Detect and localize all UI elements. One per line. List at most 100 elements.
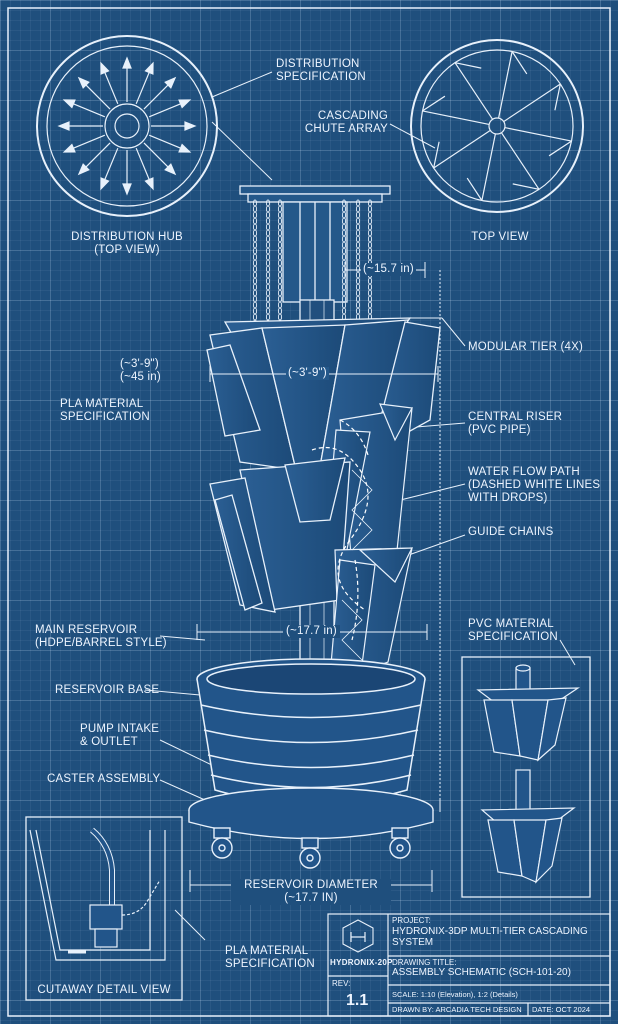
label-pump: PUMP INTAKE& OUTLET xyxy=(80,723,160,748)
chain-link xyxy=(355,265,361,273)
hub-arrow xyxy=(164,163,177,176)
chute-spoke xyxy=(498,51,513,119)
chain-link xyxy=(277,223,283,231)
hub-arrow xyxy=(62,143,76,153)
chain-link xyxy=(252,295,258,303)
chain-link xyxy=(265,211,271,219)
chain-link xyxy=(277,271,283,279)
chain-link xyxy=(265,223,271,231)
chute-spoke xyxy=(422,110,490,125)
chain-link xyxy=(252,241,258,249)
hub-arrow xyxy=(164,76,177,89)
chain-link xyxy=(252,307,258,315)
chain-link xyxy=(367,301,373,309)
chute-edge xyxy=(433,141,440,169)
hub-arrow xyxy=(62,99,76,109)
chute-edge xyxy=(466,177,483,201)
chain-link xyxy=(265,253,271,261)
chain-link xyxy=(277,211,283,219)
chain-link xyxy=(355,259,361,267)
chute-spoke xyxy=(454,62,494,120)
chain-link xyxy=(367,229,373,237)
cutaway-detail xyxy=(25,816,183,1001)
chain-link xyxy=(252,211,258,219)
chain-link xyxy=(355,307,361,315)
chain-link xyxy=(355,301,361,309)
dim-reservoir-width: (~17.7 in) xyxy=(283,625,340,638)
chain-link xyxy=(265,271,271,279)
chain-link xyxy=(277,235,283,243)
chain-link xyxy=(367,241,373,249)
chain-link xyxy=(277,247,283,255)
chain-link xyxy=(367,235,373,243)
label-caster: CASTER ASSEMBLY xyxy=(47,773,161,785)
chain-link xyxy=(265,277,271,285)
hub-arrow xyxy=(122,56,132,69)
chain-link xyxy=(277,229,283,237)
chain-link xyxy=(367,307,373,315)
dim-tier-width: (~3'-9") xyxy=(286,367,329,380)
chain-link xyxy=(252,265,258,273)
chain-link xyxy=(277,241,283,249)
label-guide-chains: GUIDE CHAINS xyxy=(468,526,554,538)
chain-link xyxy=(265,241,271,249)
hub-spoke xyxy=(143,81,172,110)
chain-link xyxy=(367,253,373,261)
hub-spoke xyxy=(69,101,106,118)
chain-link xyxy=(265,313,271,321)
chain-link xyxy=(355,211,361,219)
hub-spoke xyxy=(102,147,119,184)
title-block-drawing-title-key: DRAWING TITLE: xyxy=(392,958,457,967)
chain-link xyxy=(367,217,373,225)
title-block-drawn-by: DRAWN BY: ARCADIA TECH DESIGN xyxy=(392,1005,522,1014)
chain-link xyxy=(252,217,258,225)
chain-link xyxy=(355,271,361,279)
distribution-hub-top-view xyxy=(36,35,218,217)
chain-link xyxy=(341,301,347,309)
chute-spoke xyxy=(481,133,496,201)
chain-link xyxy=(265,265,271,273)
modular-tier-3 xyxy=(209,457,351,613)
hub-arrow xyxy=(77,163,90,176)
chain-link xyxy=(355,217,361,225)
chain-link xyxy=(367,277,373,285)
reservoir-base-dolly xyxy=(188,787,434,840)
chain-link xyxy=(367,211,373,219)
chain-link xyxy=(277,313,283,321)
hub-arrow xyxy=(57,121,70,131)
title-block-rev: 1.1 xyxy=(346,992,369,1009)
title-block-project-key: PROJECT: xyxy=(392,916,431,925)
chain-link xyxy=(277,289,283,297)
modular-tier-4 xyxy=(329,547,413,681)
chain-link xyxy=(277,307,283,315)
modular-tier-1 xyxy=(206,317,441,480)
dim-overall-width: (~3'-9")(~45 in) xyxy=(120,358,161,383)
chain-link xyxy=(355,295,361,303)
chute-spoke xyxy=(500,132,540,190)
chain-link xyxy=(355,241,361,249)
chain-link xyxy=(277,295,283,303)
chain-link xyxy=(265,259,271,267)
chute-spoke xyxy=(503,83,561,123)
label-reservoir-diameter: RESERVOIR DIAMETER(~17.7 in) xyxy=(231,879,391,905)
hub-spoke xyxy=(69,134,106,151)
chain-link xyxy=(265,247,271,255)
chain-link xyxy=(252,301,258,309)
chain-link xyxy=(277,301,283,309)
chain-link xyxy=(265,295,271,303)
chain-link xyxy=(355,235,361,243)
chain-link xyxy=(252,313,258,321)
chute-edge xyxy=(454,62,482,69)
label-top-view: TOP VIEW xyxy=(471,231,529,243)
label-central-riser: CENTRAL RISER(PVC PIPE) xyxy=(468,411,563,436)
chain-link xyxy=(367,205,373,213)
chain-link xyxy=(252,205,258,213)
chain-link xyxy=(265,205,271,213)
chute-edge xyxy=(511,51,528,75)
